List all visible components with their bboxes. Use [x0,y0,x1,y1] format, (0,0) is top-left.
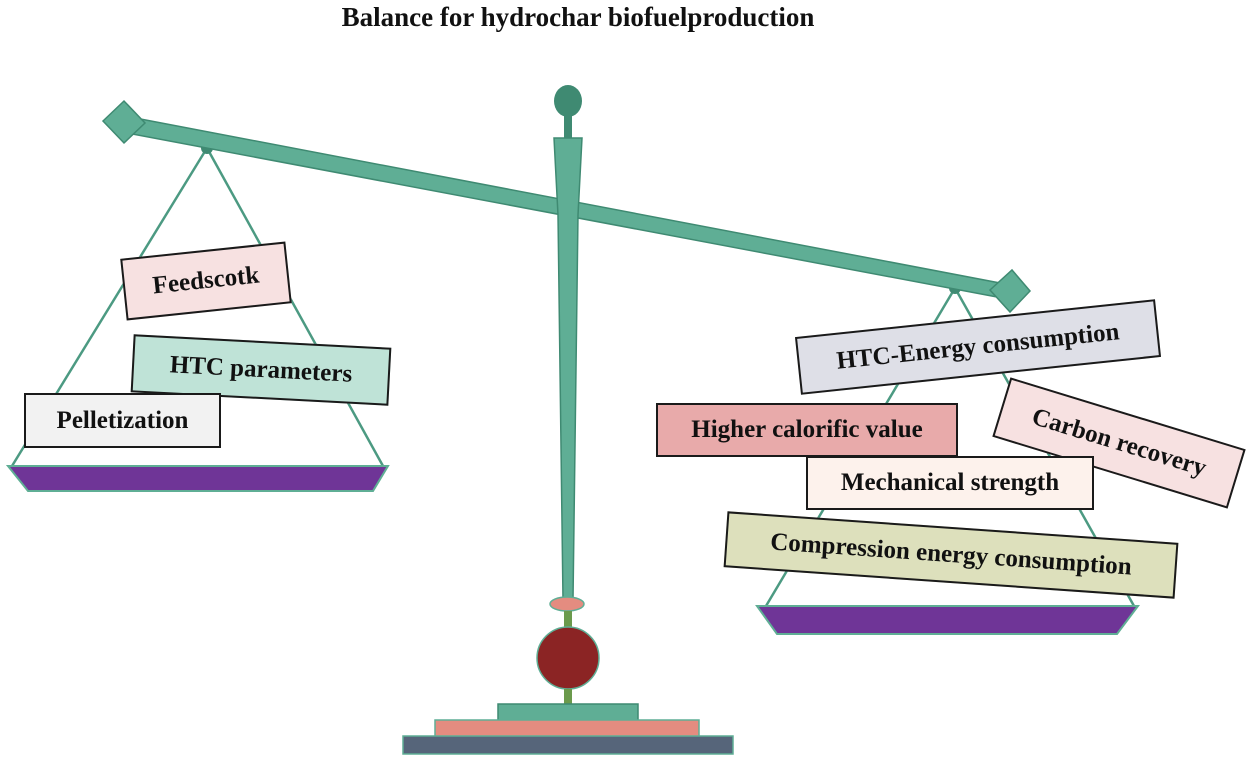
label-higher-calorific-value: Higher calorific value [656,403,958,457]
pillar-collar [549,596,585,612]
top-knob [554,85,582,117]
right-pan [755,605,1140,635]
base-top-tier [497,703,639,722]
balance-pillar [553,137,583,601]
base-bottom-tier [402,735,734,755]
label-pelletization: Pelletization [24,393,221,448]
left-pan [5,465,390,492]
base-middle-tier [434,719,700,738]
beam-left-tip [101,99,147,145]
beam-right-tip [988,268,1032,314]
diagram-title: Balance for hydrochar biofuelproduction [341,2,815,32]
label-mechanical-strength: Mechanical strength [806,456,1094,510]
pillar-ball [536,626,600,690]
